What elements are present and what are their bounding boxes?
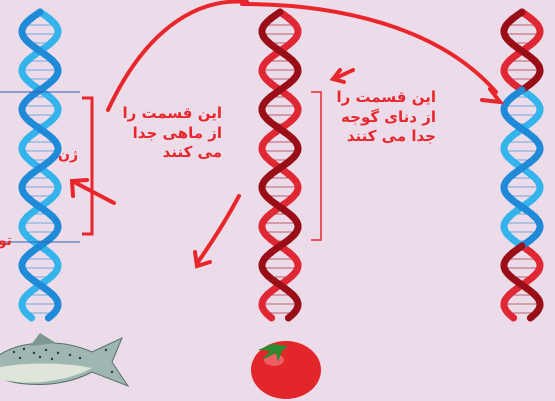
fish-dna-helix xyxy=(22,12,58,318)
arrow-to-fish-gene xyxy=(74,182,114,203)
helix-strand xyxy=(48,312,54,318)
tomato-dna-helix xyxy=(262,12,298,318)
tomato xyxy=(251,341,321,399)
helix-strand xyxy=(288,312,294,318)
fish-cut-bracket xyxy=(82,98,92,234)
tomato-cut-label: این قسمت را از دنای گوجه جدا می کنند xyxy=(318,88,436,147)
gene-label: ژن xyxy=(58,146,78,164)
arrow-tomato-dna-down xyxy=(198,196,239,262)
left-edge-text-fragment: تو xyxy=(0,232,12,250)
fish-cut-label: این قسمت را از ماهی جدا می کنند xyxy=(110,104,222,163)
helix-strand xyxy=(530,312,536,318)
arrow-fish-to-top xyxy=(108,2,247,110)
salmon-fish xyxy=(0,333,128,386)
helix-strand xyxy=(25,312,31,318)
helix-strand xyxy=(507,312,513,318)
helix-strand xyxy=(265,312,271,318)
recombinant-dna-helix xyxy=(504,12,540,318)
